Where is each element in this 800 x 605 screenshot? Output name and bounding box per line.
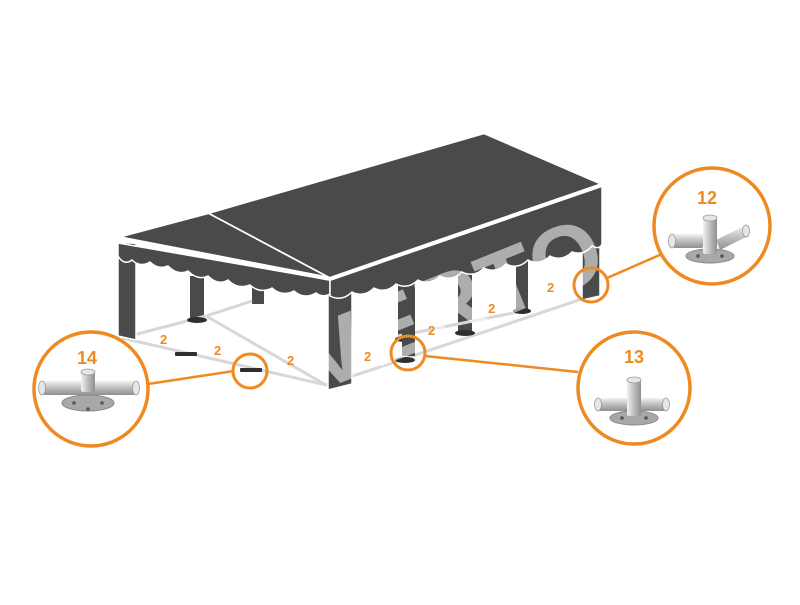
highlight-circle-13 [389, 334, 427, 372]
callout-number: 12 [697, 188, 717, 208]
leader-line-14 [147, 369, 235, 386]
connector-straight-icon [38, 368, 140, 412]
leader-lines [147, 252, 663, 386]
roof-hip [207, 212, 331, 279]
valance-side [329, 184, 603, 299]
segment-labels: 2 2 2 2 2 2 2 [160, 280, 554, 368]
back-post [190, 276, 204, 320]
segment-label: 2 [160, 332, 167, 347]
highlight-circles [231, 266, 610, 390]
valance-front [117, 242, 331, 297]
segment-label: 2 [547, 280, 554, 295]
highlight-circle-12 [572, 266, 610, 304]
tent [116, 131, 604, 391]
segment-label: 2 [428, 323, 435, 338]
callout-13: 13 [576, 330, 692, 446]
roof-ridge [207, 132, 485, 214]
roof-hip [117, 212, 209, 238]
roof-eave [329, 185, 603, 281]
connector-3way-icon [594, 376, 670, 426]
leader-line-12 [606, 252, 663, 280]
leader-line-13 [424, 354, 579, 374]
segment-label: 2 [364, 349, 371, 364]
roof-eave [117, 239, 331, 281]
segment-label: 2 [488, 301, 495, 316]
segment-label: 2 [214, 343, 221, 358]
callout-12: 12 [652, 166, 772, 286]
callout-14: 14 [32, 330, 150, 448]
callout-number: 13 [624, 347, 644, 367]
callout-number: 14 [77, 348, 97, 368]
base-plates [175, 308, 531, 372]
segment-label: 2 [287, 353, 294, 368]
connector-4way-icon [668, 214, 750, 264]
